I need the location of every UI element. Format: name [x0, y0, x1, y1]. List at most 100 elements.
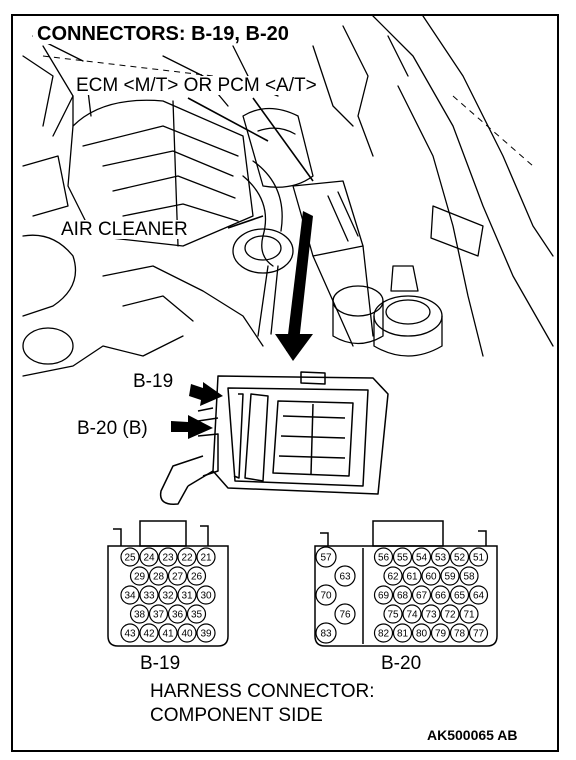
b19-callout-label: B-19: [131, 371, 176, 392]
svg-text:60: 60: [425, 572, 437, 583]
b20-pin-72: 72: [440, 604, 460, 624]
svg-text:72: 72: [444, 610, 456, 621]
svg-text:73: 73: [425, 610, 437, 621]
b20-pin-68: 68: [392, 585, 413, 605]
svg-text:67: 67: [416, 591, 428, 602]
b20-pin-78: 78: [449, 623, 470, 643]
b20-pin-56: 56: [373, 547, 394, 567]
b20-pin-58: 58: [459, 566, 479, 586]
b20-pin-67: 67: [411, 585, 432, 605]
svg-text:35: 35: [191, 610, 203, 621]
b19-pin-40: 40: [177, 623, 197, 643]
svg-text:83: 83: [320, 629, 332, 640]
b19-pin-26: 26: [186, 566, 207, 586]
b20-pin-71: 71: [459, 604, 479, 624]
svg-text:25: 25: [124, 553, 136, 564]
b20-pin-63: 63: [334, 565, 356, 587]
svg-text:37: 37: [153, 610, 165, 621]
b19-pin-39: 39: [196, 623, 216, 643]
svg-text:21: 21: [200, 553, 212, 564]
b19-pin-34: 34: [120, 585, 140, 605]
svg-text:68: 68: [397, 591, 409, 602]
b20-pin-70: 70: [315, 584, 337, 606]
b19-pin-25: 25: [120, 547, 140, 567]
svg-text:29: 29: [134, 572, 146, 583]
svg-text:70: 70: [320, 591, 332, 602]
svg-text:66: 66: [435, 591, 447, 602]
b19-pin-27: 27: [167, 566, 188, 586]
page-title: CONNECTORS: B-19, B-20: [33, 24, 293, 44]
b20-pin-57: 57: [315, 546, 337, 568]
b19-pin-31: 31: [177, 585, 197, 605]
svg-text:52: 52: [454, 553, 466, 564]
b19-pin-32: 32: [158, 585, 178, 605]
engine-bay-illustration: 2524232221292827263433323130383736354342…: [22, 16, 554, 647]
b20-pin-61: 61: [402, 566, 422, 586]
b19-housing: [107, 545, 229, 647]
b20-pin-59: 59: [440, 566, 460, 586]
b19-pin-36: 36: [167, 604, 188, 624]
svg-text:51: 51: [473, 553, 485, 564]
svg-text:36: 36: [172, 610, 184, 621]
b19-connector-name: B-19: [140, 653, 181, 674]
svg-text:38: 38: [134, 610, 146, 621]
svg-text:61: 61: [406, 572, 418, 583]
svg-text:40: 40: [181, 629, 193, 640]
svg-text:78: 78: [454, 629, 466, 640]
svg-text:27: 27: [172, 572, 184, 583]
svg-text:28: 28: [153, 572, 165, 583]
b20-pin-52: 52: [449, 547, 470, 567]
b20-pin-74: 74: [402, 604, 422, 624]
svg-text:69: 69: [378, 591, 390, 602]
b19-pin-33: 33: [139, 585, 159, 605]
b20-housing: [314, 545, 498, 647]
svg-text:30: 30: [200, 591, 212, 602]
svg-text:32: 32: [162, 591, 174, 602]
b19-pin-30: 30: [196, 585, 216, 605]
b20-pin-79: 79: [430, 623, 451, 643]
svg-text:39: 39: [200, 629, 212, 640]
svg-text:24: 24: [143, 553, 155, 564]
caption-line-1: HARNESS CONNECTOR:: [150, 681, 375, 702]
svg-text:58: 58: [463, 572, 475, 583]
svg-text:57: 57: [320, 553, 332, 564]
svg-text:81: 81: [397, 629, 409, 640]
svg-text:56: 56: [378, 553, 390, 564]
svg-text:55: 55: [397, 553, 409, 564]
b20-pin-83: 83: [315, 622, 337, 644]
caption-line-2: COMPONENT SIDE: [150, 705, 323, 726]
b20-pin-62: 62: [383, 566, 403, 586]
svg-text:22: 22: [181, 553, 193, 564]
b20-pin-73: 73: [421, 604, 441, 624]
b20-callout-label: B-20 (B): [75, 418, 150, 439]
svg-text:23: 23: [162, 553, 174, 564]
svg-text:41: 41: [162, 629, 174, 640]
svg-text:34: 34: [124, 591, 136, 602]
svg-text:80: 80: [416, 629, 428, 640]
b19-pin-21: 21: [196, 547, 216, 567]
svg-text:26: 26: [191, 572, 203, 583]
svg-text:59: 59: [444, 572, 456, 583]
b19-pin-28: 28: [148, 566, 169, 586]
b20-pin-60: 60: [421, 566, 441, 586]
b20-pin-81: 81: [392, 623, 413, 643]
svg-text:79: 79: [435, 629, 447, 640]
b20-pin-65: 65: [449, 585, 470, 605]
svg-text:65: 65: [454, 591, 466, 602]
ecm-pcm-label: ECM <M/T> OR PCM <A/T>: [73, 76, 320, 95]
figure-id: AK500065 AB: [427, 727, 518, 743]
b19-pin-22: 22: [177, 547, 197, 567]
b19-pin-23: 23: [158, 547, 178, 567]
svg-text:62: 62: [387, 572, 399, 583]
svg-text:63: 63: [339, 572, 351, 583]
b20-pin-53: 53: [430, 547, 451, 567]
svg-text:43: 43: [124, 629, 136, 640]
b19-pin-37: 37: [148, 604, 169, 624]
svg-text:33: 33: [143, 591, 155, 602]
svg-text:71: 71: [463, 610, 475, 621]
b20-pin-80: 80: [411, 623, 432, 643]
b19-pin-24: 24: [139, 547, 159, 567]
b20-pin-64: 64: [468, 585, 489, 605]
